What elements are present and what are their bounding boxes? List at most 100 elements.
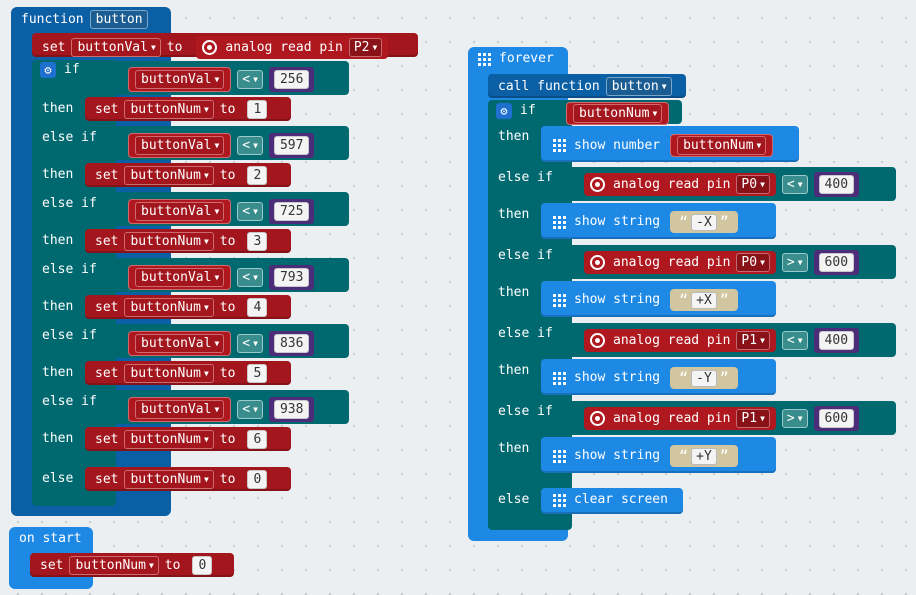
grid-icon — [553, 449, 566, 463]
number-field[interactable]: 6 — [247, 430, 268, 449]
then-row: then — [498, 363, 530, 378]
number-block[interactable]: 400 — [813, 172, 860, 197]
string-block[interactable]: “-X” — [670, 211, 738, 233]
variable-dropdown[interactable]: buttonNum▼ — [124, 100, 214, 119]
number-block[interactable]: 400 — [813, 328, 860, 353]
set-buttonnum-row: set buttonNum▼ to 2 — [95, 166, 268, 185]
variable-dropdown[interactable]: buttonNum▼ — [124, 430, 214, 449]
elseif-condition[interactable]: analog read pin P1▼ <▼ 400 — [584, 328, 860, 353]
pin-dropdown[interactable]: P0▼ — [736, 175, 770, 194]
function-name-field[interactable]: button — [89, 10, 148, 29]
number-block[interactable]: 793 — [268, 265, 315, 290]
operator-dropdown[interactable]: <▼ — [237, 334, 263, 353]
variable-dropdown[interactable]: buttonNum▼ — [124, 232, 214, 251]
number-block[interactable]: 256 — [268, 67, 315, 92]
operator-dropdown[interactable]: <▼ — [781, 175, 808, 194]
number-block[interactable]: 836 — [268, 331, 315, 356]
function-dropdown[interactable]: button▼ — [605, 77, 672, 96]
operator-dropdown[interactable]: >▼ — [781, 253, 808, 272]
target-icon — [590, 333, 605, 348]
set-buttonnum-row: set buttonNum▼ to 3 — [95, 232, 268, 251]
variable-dropdown[interactable]: buttonNum▼ — [124, 470, 214, 489]
number-field[interactable]: 0 — [192, 556, 213, 575]
then-row: then — [42, 101, 74, 116]
string-block[interactable]: “+X” — [670, 289, 738, 311]
pin-dropdown[interactable]: P2▼ — [348, 38, 383, 57]
number-block[interactable]: 725 — [268, 199, 315, 224]
target-icon — [590, 411, 605, 426]
else-if-row: else if — [42, 328, 97, 343]
string-block[interactable]: “+Y” — [670, 445, 738, 467]
show-number-var-block[interactable]: buttonNum▼ — [670, 134, 774, 157]
if-condition[interactable]: buttonNum▼ — [566, 102, 670, 125]
variable-dropdown[interactable]: buttonNum▼ — [124, 364, 214, 383]
analog-read-label: analog read pin — [225, 39, 343, 55]
analog-read-block[interactable]: analog read pin P2▼ — [196, 36, 389, 59]
variable-dropdown[interactable]: buttonVal▼ — [135, 202, 225, 221]
cond-var-block[interactable]: buttonVal▼ — [128, 199, 232, 224]
operator-dropdown[interactable]: <▼ — [237, 136, 263, 155]
show-string-row: show string “+Y” — [553, 445, 738, 467]
operator-dropdown[interactable]: <▼ — [781, 331, 808, 350]
variable-dropdown[interactable]: buttonVal▼ — [71, 38, 161, 57]
operator-dropdown[interactable]: <▼ — [237, 70, 263, 89]
operator-dropdown[interactable]: <▼ — [237, 202, 263, 221]
cond-var-block[interactable]: buttonVal▼ — [128, 265, 232, 290]
elseif-condition[interactable]: analog read pin P0▼ >▼ 600 — [584, 250, 860, 275]
target-icon — [202, 40, 218, 55]
number-field[interactable]: 2 — [247, 166, 268, 185]
number-block[interactable]: 600 — [813, 250, 860, 275]
number-field[interactable]: 5 — [247, 364, 268, 383]
operator-dropdown[interactable]: <▼ — [237, 268, 263, 287]
analog-read-block[interactable]: analog read pin P1▼ — [584, 329, 776, 352]
elseif-condition[interactable]: buttonVal▼ <▼ 793 — [128, 265, 315, 290]
elseif-condition[interactable]: buttonVal▼ <▼ 836 — [128, 331, 315, 356]
string-block[interactable]: “-Y” — [670, 367, 738, 389]
elseif-condition[interactable]: analog read pin P0▼ <▼ 400 — [584, 172, 860, 197]
variable-dropdown[interactable]: buttonNum▼ — [124, 166, 214, 185]
number-field[interactable]: 1 — [247, 100, 268, 119]
pin-dropdown[interactable]: P1▼ — [736, 409, 770, 428]
number-field[interactable]: 4 — [247, 298, 268, 317]
variable-dropdown[interactable]: buttonVal▼ — [135, 136, 225, 155]
if-condition[interactable]: buttonVal▼ <▼ 256 — [128, 67, 315, 92]
cond-var-block[interactable]: buttonVal▼ — [128, 133, 232, 158]
number-block[interactable]: 597 — [268, 133, 315, 158]
cond-var-block[interactable]: buttonVal▼ — [128, 331, 232, 356]
number-field[interactable]: 0 — [247, 470, 268, 489]
grid-icon — [553, 371, 566, 385]
cond-var-block[interactable]: buttonNum▼ — [566, 102, 670, 125]
operator-dropdown[interactable]: <▼ — [237, 400, 263, 419]
elseif-condition[interactable]: buttonVal▼ <▼ 938 — [128, 397, 315, 422]
else-if-row: else if — [498, 404, 553, 419]
number-field[interactable]: 3 — [247, 232, 268, 251]
cond-var-block[interactable]: buttonVal▼ — [128, 67, 232, 92]
number-block[interactable]: 600 — [813, 406, 860, 431]
target-icon — [590, 255, 605, 270]
operator-dropdown[interactable]: >▼ — [781, 409, 808, 428]
variable-dropdown[interactable]: buttonVal▼ — [135, 334, 225, 353]
pin-dropdown[interactable]: P0▼ — [736, 253, 770, 272]
elseif-condition[interactable]: analog read pin P1▼ >▼ 600 — [584, 406, 860, 431]
variable-dropdown[interactable]: buttonNum▼ — [573, 104, 663, 123]
pin-dropdown[interactable]: P1▼ — [736, 331, 770, 350]
analog-read-block[interactable]: analog read pin P1▼ — [584, 407, 776, 430]
gear-icon[interactable]: ⚙ — [496, 103, 512, 119]
variable-dropdown[interactable]: buttonVal▼ — [135, 70, 225, 89]
forever-header: forever — [478, 51, 554, 67]
variable-dropdown[interactable]: buttonVal▼ — [135, 268, 225, 287]
grid-icon — [553, 139, 566, 152]
call-function-row: call function button▼ — [498, 77, 672, 96]
analog-read-block[interactable]: analog read pin P0▼ — [584, 173, 776, 196]
elseif-condition[interactable]: buttonVal▼ <▼ 597 — [128, 133, 315, 158]
variable-dropdown[interactable]: buttonNum▼ — [677, 136, 767, 155]
analog-read-block[interactable]: analog read pin P0▼ — [584, 251, 776, 274]
variable-dropdown[interactable]: buttonVal▼ — [135, 400, 225, 419]
gear-icon[interactable]: ⚙ — [40, 62, 56, 78]
cond-var-block[interactable]: buttonVal▼ — [128, 397, 232, 422]
variable-dropdown[interactable]: buttonNum▼ — [124, 298, 214, 317]
elseif-condition[interactable]: buttonVal▼ <▼ 725 — [128, 199, 315, 224]
then-row: then — [42, 365, 74, 380]
variable-dropdown[interactable]: buttonNum▼ — [69, 556, 159, 575]
number-block[interactable]: 938 — [268, 397, 315, 422]
